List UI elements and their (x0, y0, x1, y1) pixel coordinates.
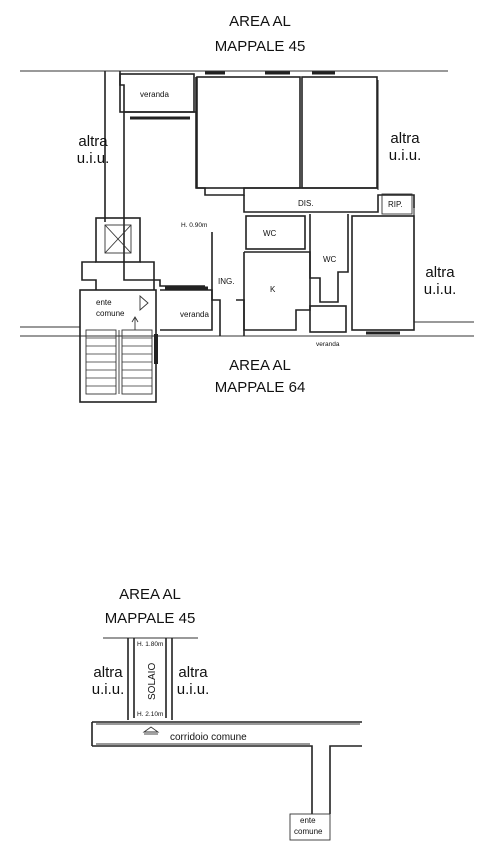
altra-right-bottom-line2: u.i.u. (424, 281, 457, 298)
altra-right-top-line2: u.i.u. (389, 147, 422, 164)
corridor-label: corridoio comune (170, 732, 247, 743)
north-room-right (301, 76, 378, 189)
rip-label: RIP. (388, 200, 403, 209)
dis-label: DIS. (298, 199, 314, 208)
kitchen-room (243, 251, 311, 331)
attic-area-north-line1: AREA AL (119, 586, 181, 603)
altra-left-line2: u.i.u. (77, 150, 110, 167)
stair-west-wall-upper (81, 261, 97, 290)
solaio-height-bottom: H. 2.10m (137, 711, 163, 718)
attic-altra-right-line2: u.i.u. (177, 681, 210, 698)
wc1-room (245, 215, 306, 250)
area-north-label-line2: MAPPALE 45 (215, 38, 306, 55)
solaio-label: SOLAIO (147, 663, 158, 700)
ente-comune-top-line1: ente (96, 298, 112, 307)
stair-window (154, 334, 158, 364)
north-corridor-wall (195, 112, 378, 196)
attic-altra-left-line2: u.i.u. (92, 681, 125, 698)
altra-left-line1: altra (78, 133, 108, 150)
upper-floor-plan: AREA AL MAPPALE 45 veranda DIS. RIP. (20, 13, 474, 403)
dis-corridor-south-wall (243, 194, 415, 213)
entrance-east-wall (236, 299, 245, 336)
wc2-room (309, 214, 349, 303)
stair-flights (85, 316, 153, 395)
altra-right-top-line1: altra (390, 130, 420, 147)
attic-ente-comune-line1: ente (300, 816, 316, 825)
corridor-door-marker (142, 726, 160, 733)
north-room-left (196, 76, 301, 189)
wc1-label: WC (263, 229, 277, 238)
area-south-label-line2: MAPPALE 64 (215, 379, 306, 396)
veranda-top-label: veranda (140, 90, 169, 99)
stair-east-wall-upper (140, 261, 155, 290)
attic-altra-left-line1: altra (93, 664, 123, 681)
kitchen-label: K (270, 285, 276, 294)
wc2-label: WC (323, 255, 337, 264)
lift-cross-b (104, 224, 132, 254)
lift-cabin (104, 224, 132, 254)
corridor-south-wall (92, 745, 313, 814)
stair-door-marker (139, 295, 149, 311)
lift-shaft (95, 217, 141, 263)
solaio-height-top: H. 1.80m (137, 641, 163, 648)
entrance-partition (211, 232, 221, 336)
veranda-bottom-label: veranda (180, 310, 209, 319)
veranda-right-room (309, 305, 347, 333)
corridor-branch-east-wall (329, 745, 362, 814)
area-south-label-line1: AREA AL (229, 357, 291, 374)
height-label: H. 0.90m (181, 222, 207, 229)
rip-room (381, 193, 413, 215)
west-apartment-wall (123, 222, 205, 287)
ente-comune-top-line2: comune (96, 309, 125, 318)
attic-ente-comune-line2: comune (294, 827, 323, 836)
east-room (351, 215, 415, 331)
altra-right-bottom-line1: altra (425, 264, 455, 281)
veranda-bottom-room (160, 289, 213, 331)
attic-ente-comune-box (289, 813, 331, 841)
entrance-label: ING. (218, 277, 234, 286)
area-north-label-line1: AREA AL (229, 13, 291, 30)
attic-area-north-line2: MAPPALE 45 (105, 610, 196, 627)
attic-floor-plan: AREA AL MAPPALE 45 H. 1.80m H. 2.10m SOL… (91, 586, 362, 841)
veranda-right-label: veranda (316, 341, 340, 348)
attic-altra-right-line1: altra (178, 664, 208, 681)
